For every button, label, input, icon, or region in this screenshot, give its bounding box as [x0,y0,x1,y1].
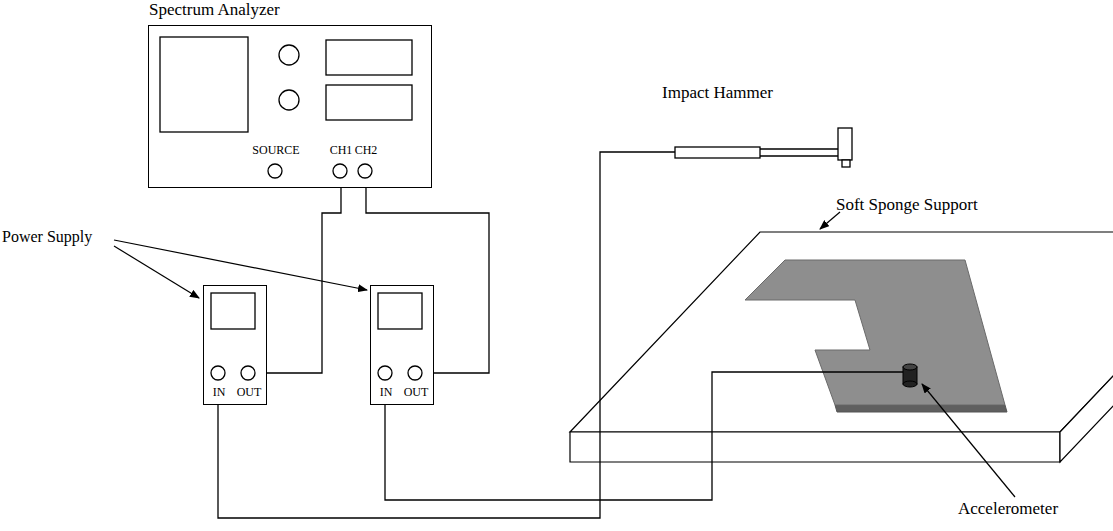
part-label: Power Supply [2,228,92,246]
part-label: Impact Hammer [662,84,773,103]
terminal-label: IN [213,386,226,399]
part-label: Accelerometer [958,500,1058,519]
test-plate [745,260,1007,412]
port-label: CH1 [330,144,353,157]
accelerometer [903,364,917,387]
power-supply-panel [211,293,422,380]
device-title: Spectrum Analyzer [149,1,280,20]
leader-arrow [114,212,1015,497]
terminal-label: IN [380,386,393,399]
power-supply: IN OUT [370,285,434,405]
signal-cable [366,188,489,373]
analyzer-panel [160,37,412,178]
signal-cable [218,152,903,518]
impact-hammer [675,128,852,167]
port-label: CH2 [355,144,378,157]
signal-cable [267,188,341,373]
spectrum-analyzer: Spectrum AnalyzerSOURCECH1CH2 [148,25,432,188]
terminal-label: OUT [237,386,262,399]
sponge-support [570,232,1113,462]
terminal-label: OUT [404,386,429,399]
port-label: SOURCE [252,144,299,157]
power-supply: IN OUT [203,285,267,405]
part-label: Soft Sponge Support [836,196,978,215]
